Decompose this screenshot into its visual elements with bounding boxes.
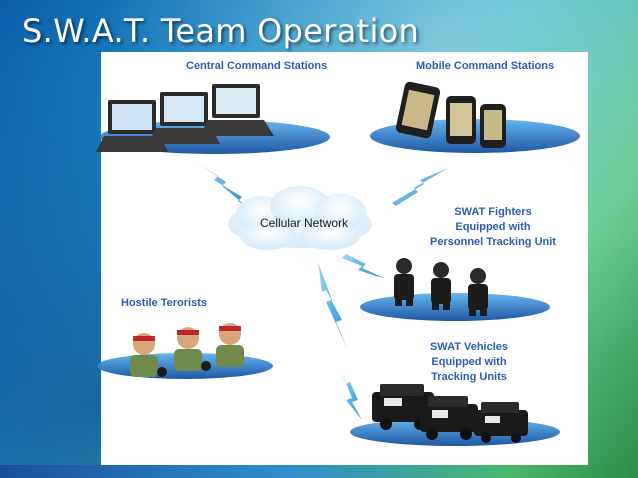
swat-vehicles-line-3: Tracking Units	[431, 371, 507, 383]
swat-fighters-line-2: Equipped with	[455, 221, 531, 233]
hostile-terrorists-label: Hostile Terorists	[121, 297, 207, 309]
terrorist-icon	[174, 327, 211, 371]
swat-vehicles-line-2: Equipped with	[431, 356, 507, 368]
smartphone-icon	[395, 81, 441, 139]
cellular-network-label: Cellular Network	[260, 216, 349, 230]
lightning-bolt-central	[196, 162, 246, 206]
smartphone-icon	[446, 96, 476, 144]
lightning-bolt-mobile	[386, 168, 448, 212]
swat-fighter-icon	[431, 262, 451, 310]
swat-vehicle-icon	[474, 402, 528, 443]
swat-fighters-line-3: Personnel Tracking Unit	[430, 236, 556, 248]
swat-fighters-label: SWAT Fighters Equipped with Personnel Tr…	[418, 205, 568, 250]
swat-fighters-line-1: SWAT Fighters	[454, 206, 532, 218]
lightning-bolt-vehicles	[318, 262, 348, 350]
smartphone-icon	[480, 104, 506, 148]
laptop-icon	[148, 92, 220, 144]
swat-fighter-icon	[394, 258, 414, 306]
fighters-platform	[360, 293, 550, 321]
cellular-network-cloud	[228, 186, 372, 250]
terrorist-icon	[216, 323, 244, 367]
swat-fighter-icon	[468, 268, 488, 316]
swat-vehicle-icon	[420, 396, 478, 440]
laptop-icon	[200, 84, 274, 136]
slide-title: S.W.A.T. Team Operation	[22, 12, 420, 50]
terrorist-icon	[130, 333, 167, 377]
mobile-command-label: Mobile Command Stations	[416, 60, 555, 72]
swat-vehicle-icon	[372, 384, 434, 430]
lightning-bolt-fighters	[342, 254, 384, 278]
slide-footer-bar	[0, 465, 638, 478]
swat-vehicles-line-1: SWAT Vehicles	[429, 341, 509, 353]
swat-vehicles-label: SWAT Vehicles Equipped with Tracking Uni…	[414, 340, 524, 385]
laptop-icon	[96, 100, 168, 152]
central-command-label: Central Command Stations	[186, 60, 328, 72]
lightning-bolt-vehicles-lower	[340, 368, 362, 420]
